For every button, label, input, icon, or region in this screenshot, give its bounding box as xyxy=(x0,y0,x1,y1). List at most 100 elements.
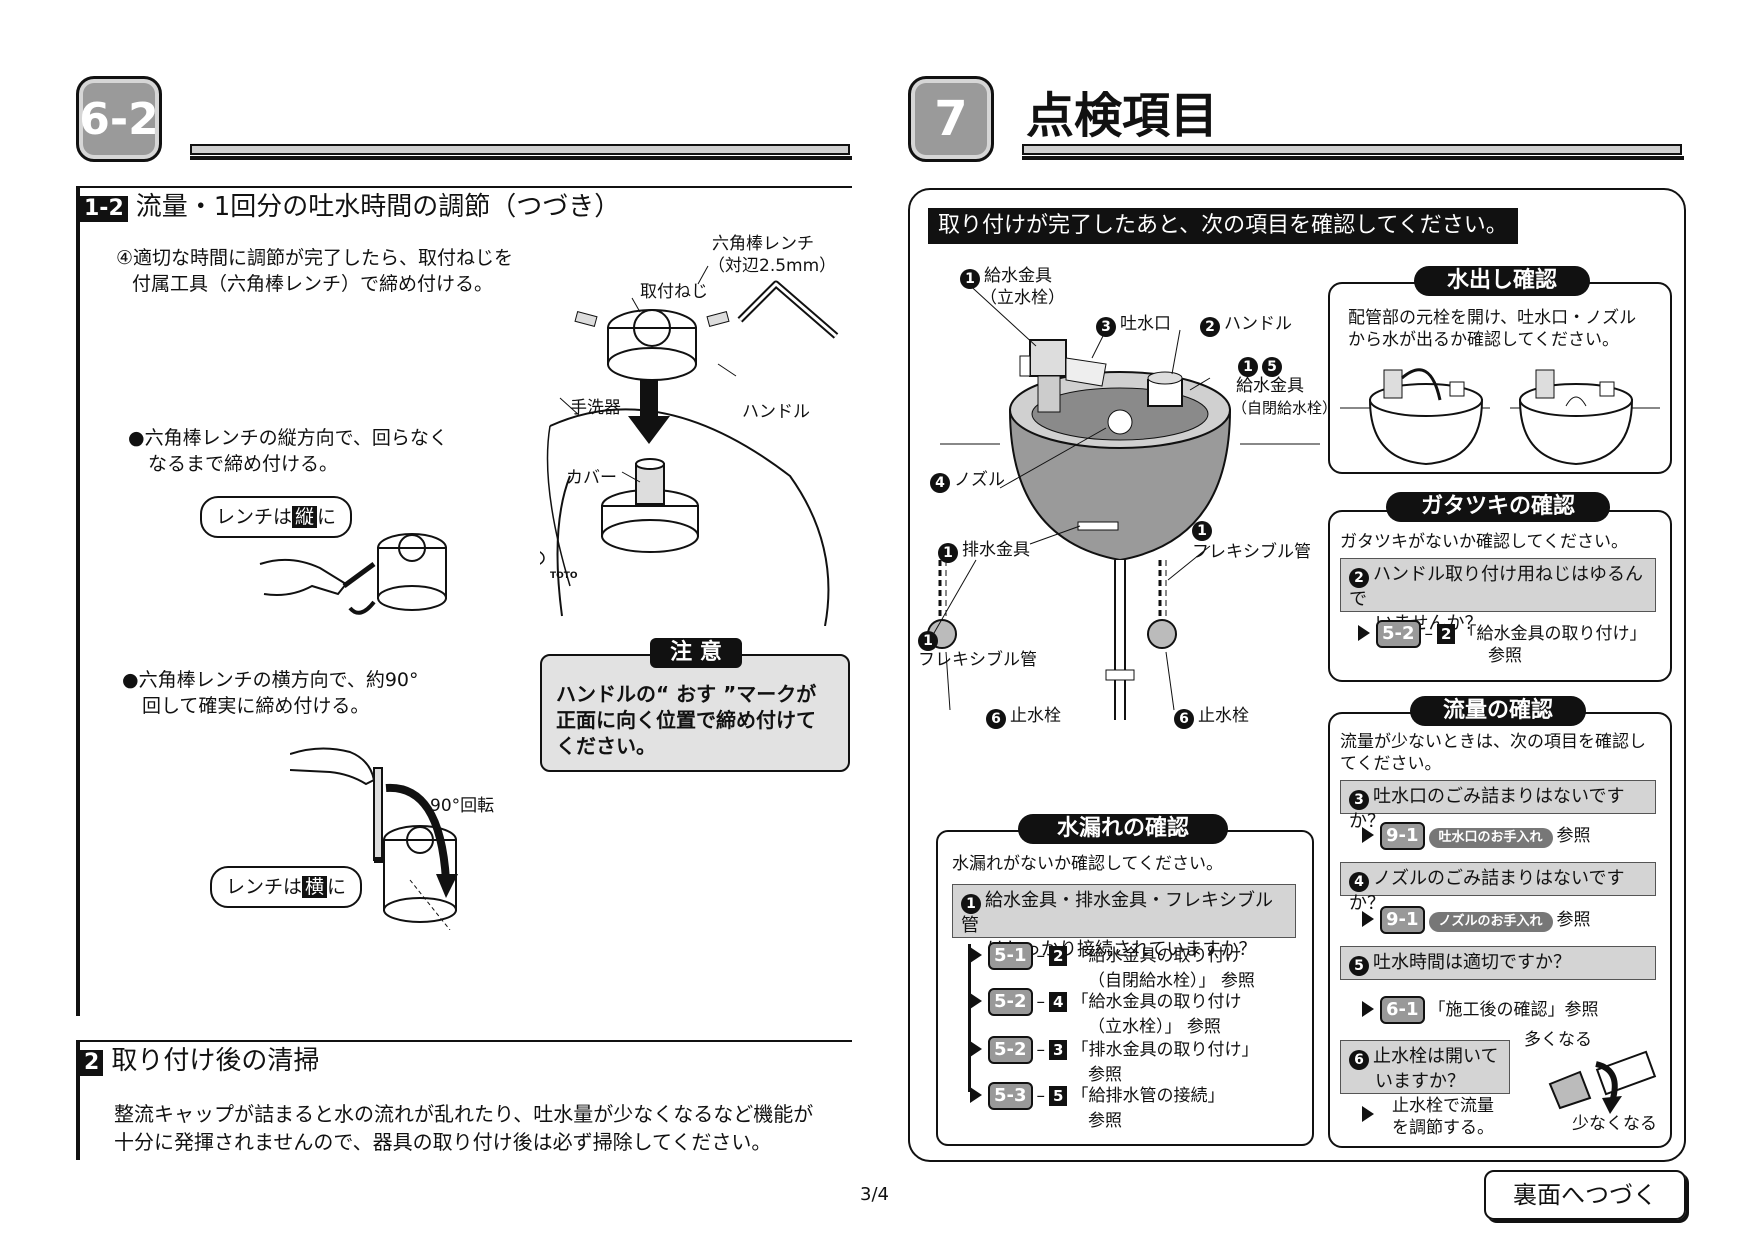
num-circle: 3 xyxy=(1349,790,1369,810)
ref-num: 2 xyxy=(1049,946,1068,966)
num-circle: 6 xyxy=(986,709,1006,729)
callout-text-post: に xyxy=(317,506,337,528)
flow-ref-5[interactable]: 6-1「施工後の確認」参照 xyxy=(1362,996,1599,1024)
callout-wrench-horizontal: レンチは横に xyxy=(210,866,363,908)
leak-ref-tree-line xyxy=(968,944,971,1092)
flow-desc1: 流量が少ないときは、次の項目を確認し xyxy=(1340,732,1646,752)
wobble-ref[interactable]: 5-2–2「給水金具の取り付け」 xyxy=(1358,620,1646,648)
water-out-title: 水出し確認 xyxy=(1414,266,1590,296)
title-rule xyxy=(1022,144,1682,155)
wobble-title: ガタツキの確認 xyxy=(1386,492,1610,522)
ref-badge: 5-3 xyxy=(988,1082,1033,1110)
question-line1: 給水金具・排水金具・フレキシブル管 xyxy=(961,890,1273,936)
flow-title: 流量の確認 xyxy=(1410,696,1586,726)
wobble-desc: ガタツキがないか確認してください。 xyxy=(1340,532,1628,552)
label-screw: 取付ねじ xyxy=(640,282,708,302)
ref-badge: 6-1 xyxy=(1380,996,1425,1024)
num-circle: 1 xyxy=(1238,357,1258,377)
label-text: 排水金具 xyxy=(962,540,1030,560)
header-rule-shadow xyxy=(190,156,852,160)
callout-wrench-vertical: レンチは縦に xyxy=(200,496,353,538)
caution-line3: ください。 xyxy=(556,734,656,758)
leak-ref-item[interactable]: 5-2–4「給水金具の取り付け（立水栓）」 参照 xyxy=(970,988,1241,1038)
section-title: 流量・1回分の吐水時間の調節（つづき） xyxy=(135,192,621,222)
wrench-vertical-illustration xyxy=(259,533,447,615)
leak-ref-item[interactable]: 5-2–3「排水金具の取り付け」参照 xyxy=(970,1036,1258,1086)
num-circle: 2 xyxy=(1200,317,1220,337)
leak-check-desc: 水漏れがないか確認してください。 xyxy=(952,854,1223,874)
question-text: ノズルのごみ詰まりはないですか？ xyxy=(1349,868,1625,914)
num-circle: 1 xyxy=(938,543,958,563)
label-text: 給水金具 xyxy=(984,266,1052,286)
num-circle: 6 xyxy=(1349,1050,1369,1070)
num-circle: 1 xyxy=(1192,521,1212,541)
leak-ref-item[interactable]: 5-1–2「給水金具の取り付け（自閉給水栓）」 参照 xyxy=(970,942,1255,992)
label-text: ノズル xyxy=(954,470,1005,490)
arrow-right-icon xyxy=(1362,1106,1374,1122)
title-rule-shadow xyxy=(1022,156,1684,160)
ref-pill: 吐水口のお手入れ xyxy=(1428,828,1553,848)
question-line2: いますか？ xyxy=(1375,1071,1465,1092)
page-number: 3/4 xyxy=(860,1184,889,1205)
label-text: 止水栓 xyxy=(1198,706,1249,726)
intro-banner: 取り付けが完了したあと、次の項目を確認してください。 xyxy=(928,208,1518,244)
header-rule xyxy=(190,144,850,155)
ref-text-line2: （立水栓）」 参照 xyxy=(1088,1017,1221,1037)
num-circle: 5 xyxy=(1262,357,1282,377)
ref-text-line2: 参照 xyxy=(1088,1065,1122,1085)
label-flex-left: フレキシブル管 xyxy=(918,650,1037,670)
leak-ref-item[interactable]: 5-3–5「給排水管の接続」参照 xyxy=(970,1082,1224,1132)
label-wrench-size: （対辺2.5mm） xyxy=(708,256,837,276)
ref-text-line2: 参照 xyxy=(1088,1111,1122,1131)
ref-num: 5 xyxy=(1049,1086,1068,1106)
ref-num: 2 xyxy=(1437,624,1456,644)
caution-title: 注 意 xyxy=(650,638,742,668)
num-circle: 5 xyxy=(1349,956,1369,976)
caution-line1: ハンドルの“ おす ”マークが xyxy=(556,682,817,706)
ref-tail: 参照 xyxy=(1556,910,1591,930)
num-circle: 1 xyxy=(918,631,938,651)
num-circle: 1 xyxy=(961,894,981,914)
bullet1-line1: ●六角棒レンチの縦方向で、回らなく xyxy=(128,427,448,449)
ref-text-line1: 「給水金具の取り付け xyxy=(1071,946,1242,966)
flow-adjust-line2: を調節する。 xyxy=(1392,1118,1494,1138)
label-handle: ハンドル xyxy=(742,402,810,422)
section2-rule xyxy=(76,1040,852,1042)
flow-adjust-line1: 止水栓で流量 xyxy=(1392,1096,1494,1116)
label-text: 吐水口 xyxy=(1120,314,1171,334)
question-text: 吐水口のごみ詰まりはないですか？ xyxy=(1349,786,1625,832)
label-self-closing-valve-a: 給水金具 xyxy=(1236,376,1304,396)
section-badge-7: 7 xyxy=(908,76,994,162)
ref-text: 「給水金具の取り付け」 xyxy=(1459,624,1647,644)
callout-text: レンチは xyxy=(216,506,293,528)
leak-check-title: 水漏れの確認 xyxy=(1018,814,1228,844)
callout-text: レンチは xyxy=(226,876,303,898)
ref-badge: 5-1 xyxy=(988,942,1033,970)
continue-on-back-button[interactable]: 裏面へつづく xyxy=(1484,1170,1686,1220)
ref-text: 「施工後の確認」参照 xyxy=(1428,1000,1599,1020)
wobble-ref-tail: 参照 xyxy=(1488,646,1522,666)
bullet2-line2: 回して確実に締め付ける。 xyxy=(142,695,370,717)
rotate-label: 90°回転 xyxy=(430,796,495,816)
water-out-line1: 配管部の元栓を開け、吐水口・ノズル xyxy=(1348,308,1637,328)
step4-line1: ④適切な時間に調節が完了したら、取付ねじを xyxy=(116,247,514,269)
flow-more-label: 多くなる xyxy=(1524,1030,1592,1050)
callout-key: 縦 xyxy=(292,506,318,528)
question-text: 吐水時間は適切ですか？ xyxy=(1373,952,1571,973)
badge-label: 6-2 xyxy=(79,93,159,145)
brand-logo: TOTO xyxy=(550,571,578,581)
callout-key: 横 xyxy=(302,876,328,898)
